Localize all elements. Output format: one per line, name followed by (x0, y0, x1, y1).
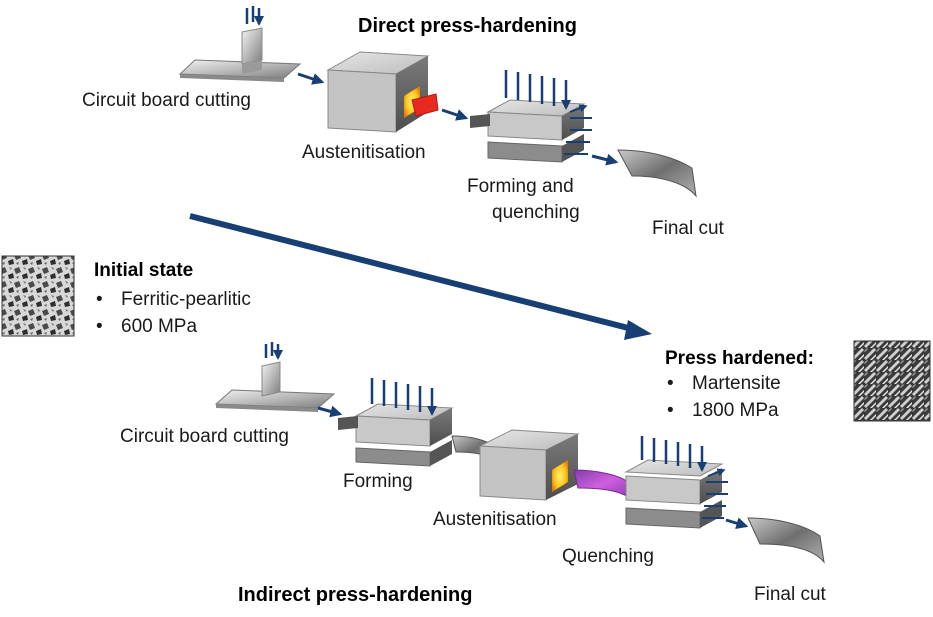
flow-arrow-1 (297, 72, 325, 85)
initial-state-bullet-1: • (96, 289, 103, 310)
indirect-step-forming-label: Forming (343, 471, 413, 492)
forming-press-icon (470, 70, 592, 163)
martensite-microstructure-image (853, 340, 931, 422)
press-hardened-item-1: Martensite (692, 373, 781, 394)
quenching-press-icon (624, 436, 728, 529)
cutting-machine-icon (178, 6, 302, 82)
indirect-step-quenching-label: Quenching (562, 546, 654, 567)
press-hardened-item-2: 1800 MPa (692, 400, 779, 421)
direct-title: Direct press-hardening (358, 15, 577, 37)
press-hardened-bullet-2: • (667, 400, 674, 421)
transition-arrow (189, 213, 637, 333)
cutting-machine-icon-2 (214, 342, 336, 412)
indirect-title: Indirect press-hardening (238, 584, 473, 606)
hot-formed-part-icon (573, 469, 631, 500)
direct-step-austenitisation-label: Austenitisation (302, 142, 426, 163)
flow-arrow-2 (441, 108, 469, 121)
indirect-flow-arrow-4 (725, 517, 749, 529)
initial-state-bullet-2: • (96, 316, 103, 337)
hot-blank-icon (411, 93, 439, 117)
direct-step-forming-label-1: Forming and (467, 176, 574, 197)
final-part-icon-2 (747, 517, 825, 564)
forming-press-icon-2 (338, 378, 454, 467)
initial-state-item-1: Ferritic-pearlitic (121, 289, 251, 310)
indirect-step-austenitisation-label: Austenitisation (433, 509, 557, 530)
press-hardened-bullet-1: • (667, 373, 674, 394)
initial-microstructure-image (1, 255, 75, 337)
press-hardened-heading: Press hardened: (665, 348, 814, 369)
furnace-icon (326, 51, 430, 133)
direct-step-forming-label-2: quenching (492, 202, 580, 223)
indirect-flow-arrow-1 (317, 405, 343, 418)
indirect-step-final-cut-label: Final cut (754, 584, 827, 605)
direct-step-final-cut-label: Final cut (652, 218, 725, 239)
transition-arrow-head (624, 320, 652, 340)
direct-step-cutting-label: Circuit board cutting (82, 90, 251, 111)
initial-state-item-2: 600 MPa (121, 316, 197, 337)
furnace-icon-2 (478, 429, 580, 501)
final-part-icon (617, 149, 697, 198)
initial-state-heading: Initial state (94, 260, 193, 281)
flow-arrow-3 (591, 153, 619, 166)
indirect-step-cutting-label: Circuit board cutting (120, 426, 289, 447)
